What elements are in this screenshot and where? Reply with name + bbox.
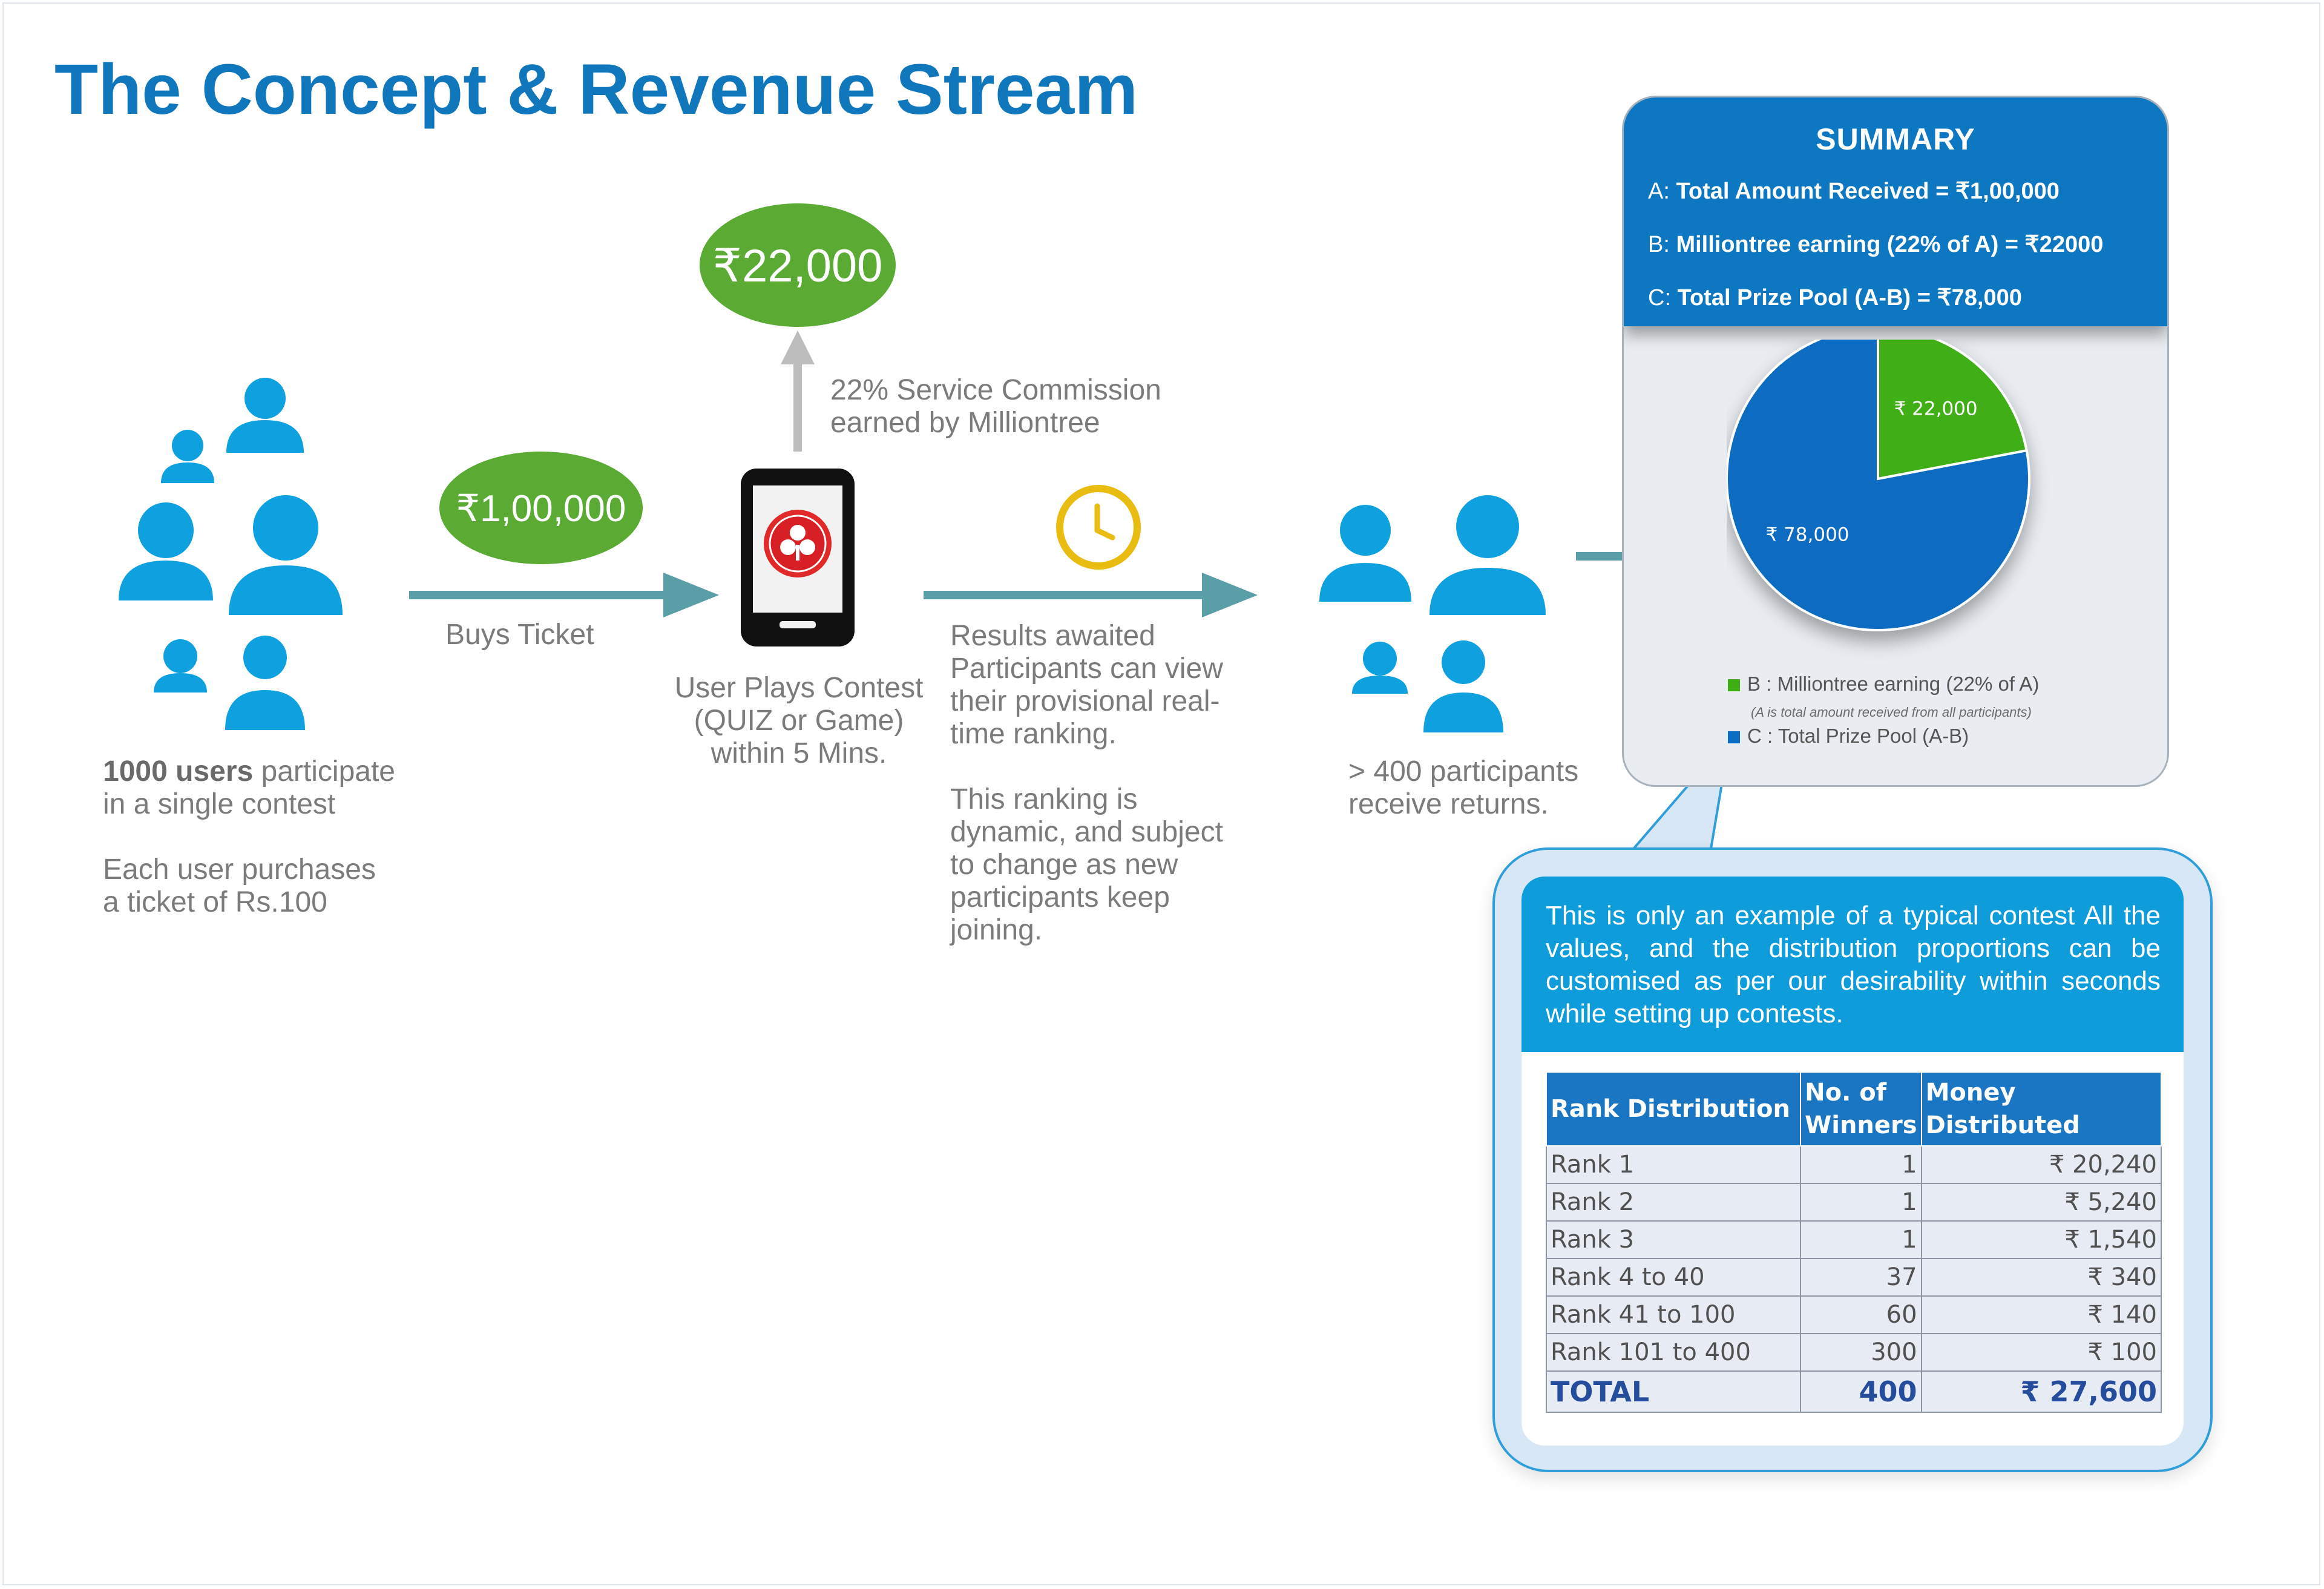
ranking-text-line: dynamic, and subject — [950, 816, 1223, 848]
commission-amount-badge: ₹22,000 — [700, 203, 896, 327]
prize-pie-chart: ₹ 22,000 ₹ 78,000 — [1727, 340, 2030, 631]
table-cell: ₹ 340 — [1920, 1258, 2162, 1297]
pie-slice-1 — [1727, 340, 2030, 631]
person-icon — [119, 502, 213, 600]
ranking-text-line: to change as new — [950, 849, 1178, 881]
results-text-line: Results awaited — [950, 620, 1155, 652]
person-icon — [1319, 505, 1411, 602]
callout-text: This is only an example of a typical con… — [1546, 901, 2161, 1028]
results-text-line: their provisional real- — [950, 685, 1220, 717]
winners-group-illustration — [1319, 495, 1546, 732]
buys-ticket-arrow — [409, 573, 719, 617]
table-cell: ₹ 5,240 — [1920, 1183, 2162, 1222]
callout-card: This is only an example of a typical con… — [1521, 877, 2184, 1446]
summary-header: SUMMARY A: Total Amount Received = ₹1,00… — [1624, 97, 2167, 326]
ranking-text-line: participants keep — [950, 881, 1170, 913]
table-cell: 300 — [1800, 1333, 1922, 1372]
table-cell: ₹ 20,240 — [1920, 1145, 2162, 1184]
results-text-line: time ranking. — [950, 718, 1117, 750]
commission-up-arrow — [781, 331, 815, 452]
returns-description: > 400 participants receive returns. — [1348, 755, 1579, 820]
commission-label: 22% Service Commission earned by Million… — [830, 374, 1161, 439]
table-cell: Rank 1 — [1545, 1145, 1802, 1184]
page-title: The Concept & Revenue Stream — [54, 50, 1138, 130]
summary-title: SUMMARY — [1816, 122, 1975, 156]
table-cell: 1 — [1800, 1220, 1922, 1259]
column-header: Rank Distribution — [1545, 1071, 1802, 1147]
table-cell: ₹ 100 — [1920, 1333, 2162, 1372]
rank-distribution-table: Rank Distribution No. of Winners Money D… — [1545, 1071, 2162, 1413]
person-icon — [154, 639, 207, 693]
table-cell: Rank 2 — [1545, 1183, 1802, 1222]
user-group-illustration — [119, 378, 343, 730]
table-cell: 1 — [1800, 1183, 1922, 1222]
person-icon — [1423, 640, 1503, 732]
table-cell: Rank 101 to 400 — [1545, 1333, 1802, 1372]
example-callout: This is only an example of a typical con… — [1492, 847, 2213, 1472]
legend-note: (A is total amount received from all par… — [1751, 705, 2032, 720]
mobile-phone-icon — [741, 469, 855, 646]
column-header: No. of Winners — [1800, 1071, 1922, 1147]
summary-line-c: C: Total Prize Pool (A-B) = ₹78,000 — [1648, 285, 2022, 311]
table-cell: Rank 4 to 40 — [1545, 1258, 1802, 1297]
contest-description: User Plays Contest (QUIZ or Game) within… — [674, 672, 924, 769]
pie-slice-label: ₹ 78,000 — [1765, 524, 1849, 545]
table-total-cell: ₹ 27,600 — [1920, 1370, 2162, 1413]
ranking-text-line: This ranking is — [950, 783, 1138, 815]
person-icon — [226, 378, 304, 453]
table-cell: 1 — [1800, 1145, 1922, 1184]
clock-icon — [1056, 485, 1141, 570]
table-cell: ₹ 1,540 — [1920, 1220, 2162, 1259]
table-cell: ₹ 140 — [1920, 1295, 2162, 1334]
table-cell: Rank 41 to 100 — [1545, 1295, 1802, 1334]
table-total-cell: TOTAL — [1545, 1370, 1802, 1413]
table-cell: 60 — [1800, 1295, 1922, 1334]
callout-band: This is only an example of a typical con… — [1521, 877, 2184, 1052]
legend-item-prize-pool: C : Total Prize Pool (A-B) — [1728, 725, 1969, 748]
legend-swatch — [1728, 679, 1740, 692]
ticket-amount-badge: ₹1,00,000 — [439, 452, 643, 564]
pie-slice-label: ₹ 22,000 — [1894, 398, 1978, 419]
results-arrow — [924, 573, 1258, 617]
person-icon — [225, 636, 305, 730]
column-header: Money Distributed — [1920, 1071, 2162, 1147]
summary-line-b: B: Milliontree earning (22% of A) = ₹220… — [1648, 232, 2104, 257]
table-cell: Rank 3 — [1545, 1220, 1802, 1259]
person-icon — [1430, 495, 1546, 615]
pie-slice-0 — [1877, 340, 2028, 481]
summary-line-a: A: Total Amount Received = ₹1,00,000 — [1648, 179, 2060, 204]
users-count: 1000 users — [103, 755, 254, 788]
person-icon — [1352, 642, 1408, 694]
table-cell: 37 — [1800, 1258, 1922, 1297]
summary-panel: SUMMARY A: Total Amount Received = ₹1,00… — [1622, 96, 2169, 787]
legend-swatch — [1728, 731, 1740, 744]
person-icon — [161, 430, 214, 483]
club-logo-icon — [764, 510, 832, 577]
buys-ticket-label: Buys Ticket — [445, 619, 594, 651]
ranking-text-line: joining. — [950, 914, 1043, 946]
results-text-line: Participants can view — [950, 653, 1223, 685]
users-description: 1000 users participate in a single conte… — [103, 755, 395, 918]
person-icon — [229, 495, 343, 615]
table-total-cell: 400 — [1800, 1370, 1922, 1413]
table-header-row: Rank Distribution No. of Winners Money D… — [1545, 1071, 2162, 1147]
legend-item-milliontree: B : Milliontree earning (22% of A) — [1728, 673, 2039, 696]
